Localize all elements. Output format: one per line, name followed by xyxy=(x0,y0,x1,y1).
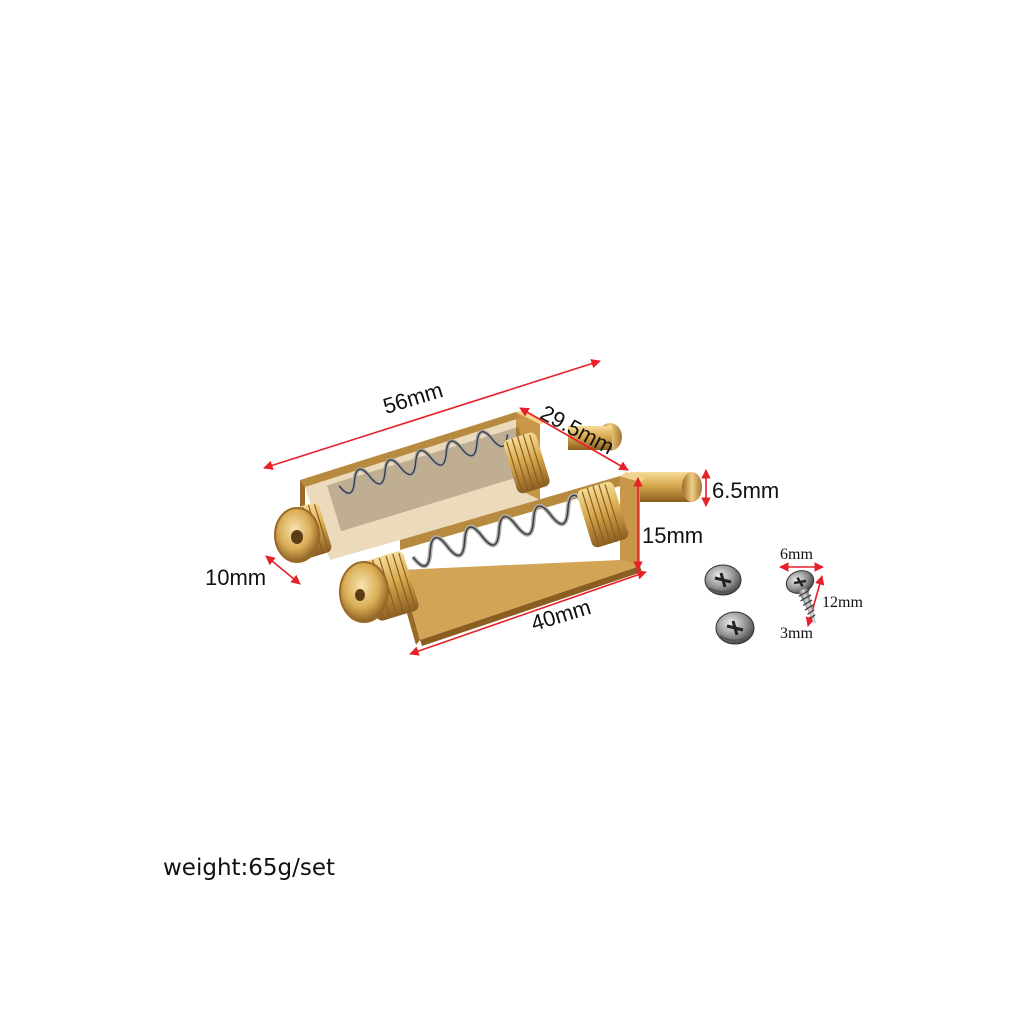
screw-side xyxy=(785,570,816,624)
label-screw-12mm: 12mm xyxy=(822,594,863,611)
front-wheel xyxy=(339,551,419,623)
label-10mm: 10mm xyxy=(205,565,267,590)
label-15mm: 15mm xyxy=(642,523,704,548)
label-screw-3mm: 3mm xyxy=(780,625,813,642)
label-6-5mm: 6.5mm xyxy=(712,478,780,503)
rear-wheel xyxy=(274,502,332,563)
dim-10mm-line xyxy=(265,555,301,585)
front-roller xyxy=(339,481,629,623)
screws xyxy=(704,564,816,645)
dimension-lines xyxy=(263,359,825,656)
weight-label: weight:65g/set xyxy=(163,855,336,881)
dim-29-5mm-line xyxy=(519,407,629,471)
screw-top-left xyxy=(704,564,742,596)
screw-bottom-left xyxy=(715,611,755,645)
dim-40mm-line xyxy=(409,570,647,656)
label-screw-6mm: 6mm xyxy=(780,546,813,563)
dim-56mm-line xyxy=(263,359,601,470)
dim-12mm-line xyxy=(805,575,825,627)
